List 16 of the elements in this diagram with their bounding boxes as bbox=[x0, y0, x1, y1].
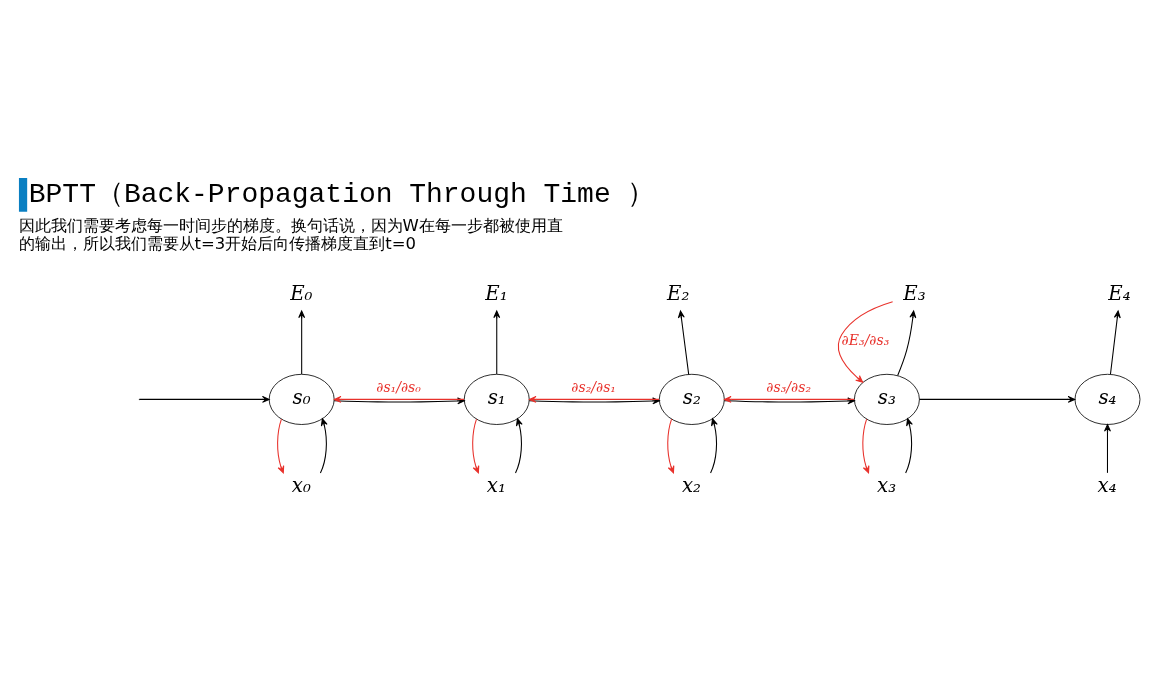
node-text: E₃ bbox=[903, 282, 926, 306]
node-text: x₁ bbox=[486, 474, 506, 498]
node-text: x₀ bbox=[291, 474, 311, 498]
node-text: x₃ bbox=[877, 474, 897, 498]
node-text: x₄ bbox=[1097, 474, 1117, 498]
diagram-title: BPTT（Back-Propagation Through Time ） bbox=[28, 179, 656, 211]
node-text: E₄ bbox=[1108, 282, 1131, 306]
edge-label: ∂s₃/∂s₂ bbox=[766, 378, 812, 395]
label: 因此我们需要考虑每一时间步的梯度。换句话说，因为W在每一步都被使用直的输出，所以我们需要从t=3开始后向传播梯度直到t=0 bbox=[18, 216, 563, 254]
node-text: E₁ bbox=[485, 282, 508, 306]
edge-label: ∂s₁/∂s₀ bbox=[376, 378, 421, 395]
edge-label: ∂E₃/∂s₃ bbox=[841, 332, 890, 349]
node-text: x₂ bbox=[681, 474, 702, 498]
node-text: E₂ bbox=[667, 282, 690, 306]
edge-label: ∂s₂/∂s₁ bbox=[571, 378, 616, 395]
node-text: E₀ bbox=[290, 282, 313, 306]
